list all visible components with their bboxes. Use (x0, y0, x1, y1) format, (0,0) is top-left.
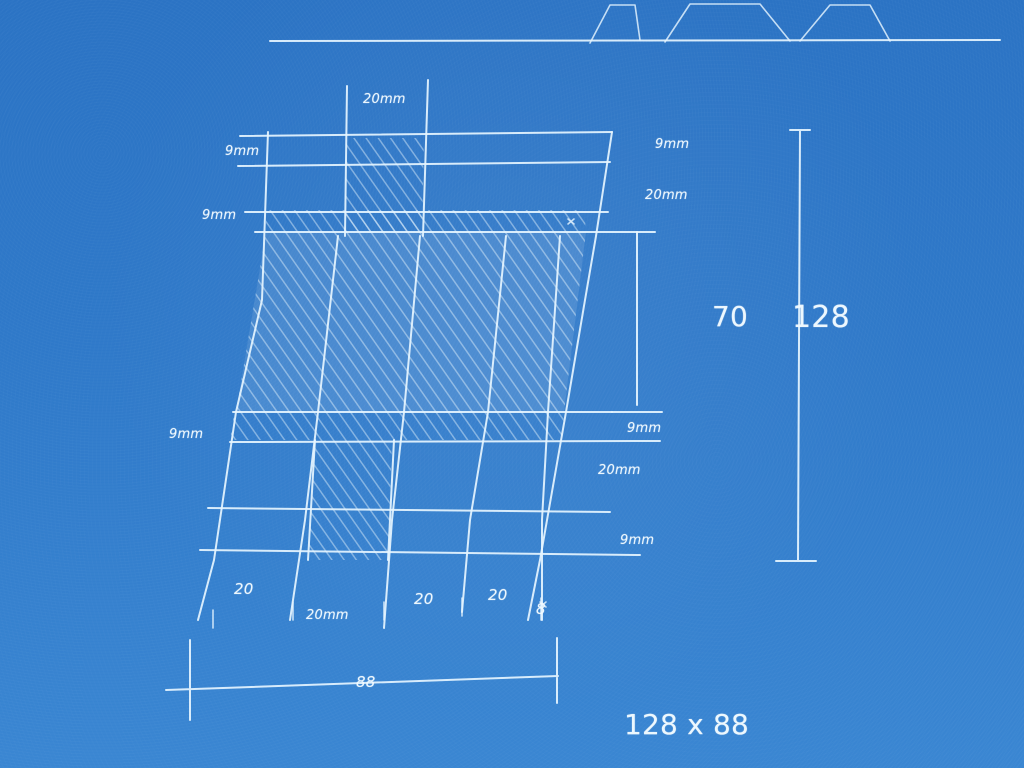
label-mid-70: 70 (712, 300, 749, 333)
bottom-small-marks (212, 597, 542, 629)
inner-vertical-2 (383, 235, 421, 629)
cross-mark-bottom (539, 601, 547, 608)
label-total-width: 88 (356, 673, 376, 691)
tab-left-edge (344, 85, 348, 237)
label-size-note: 128 x 88 (624, 708, 750, 741)
label-bottom-20-a: 20 (234, 580, 254, 598)
label-right-9mm-b: 9mm (627, 421, 662, 436)
line-y552 (199, 549, 641, 556)
lower-tab-right (387, 439, 395, 561)
label-bottom-20mm: 20mm (306, 608, 349, 623)
line-y166 (237, 161, 611, 167)
label-left-9mm-b: 9mm (202, 208, 237, 223)
inner-vertical-4 (541, 235, 561, 621)
top-reference-line (269, 39, 1001, 42)
inner-vertical-1 (289, 235, 339, 621)
dimension-88-line (165, 637, 559, 721)
label-total-128: 128 (792, 300, 850, 335)
dimension-128-line (775, 129, 817, 562)
label-bottom-20-b: 20 (414, 590, 434, 608)
label-left-9mm-c: 9mm (169, 427, 204, 442)
label-right-20mm-a: 20mm (645, 188, 688, 203)
cross-mark-top (567, 218, 575, 225)
label-bottom-20-c: 20 (488, 586, 508, 604)
frame-left-edge (197, 131, 269, 621)
label-right-9mm-a: 9mm (655, 137, 690, 152)
left-bottom-band (230, 412, 564, 440)
upper-hatched-tab (344, 138, 424, 232)
left-top-band (266, 210, 586, 232)
dimension-70-line (611, 231, 663, 413)
line-y442 (229, 440, 661, 443)
label-left-9mm-a: 9mm (225, 144, 260, 159)
label-right-20mm-b: 20mm (598, 463, 641, 478)
tab-right-edge (422, 79, 429, 237)
top-triangle-sketch (589, 3, 891, 44)
frame-right-edge (527, 131, 613, 621)
lower-hatched-tab (308, 440, 392, 560)
main-hatched-panel (236, 232, 586, 412)
lower-tab-left (307, 439, 316, 561)
label-top-width: 20mm (363, 92, 406, 107)
inner-vertical-3 (461, 235, 507, 613)
label-bottom-8: 8 (536, 600, 546, 618)
label-right-9mm-c: 9mm (620, 533, 655, 548)
